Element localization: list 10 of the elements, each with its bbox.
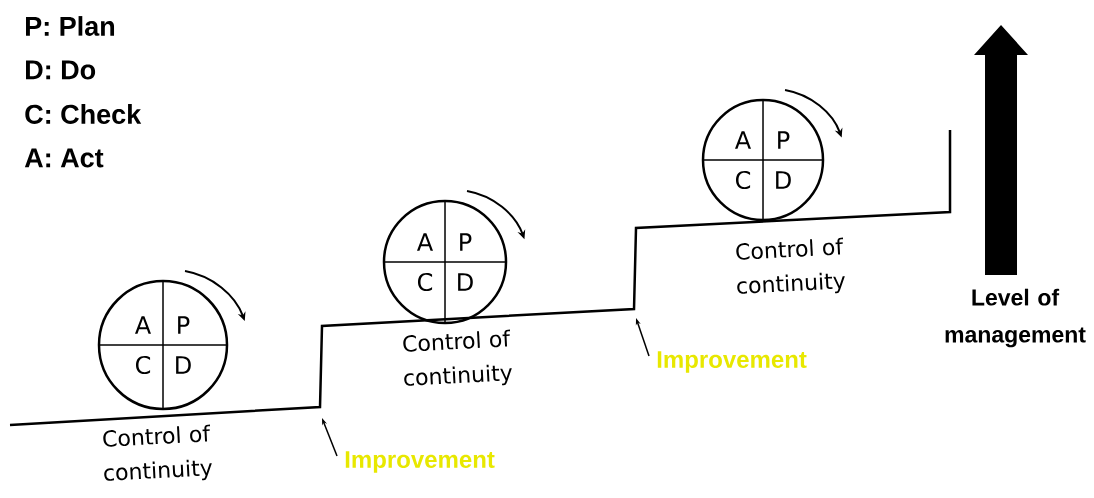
legend-text: C: Check bbox=[25, 104, 142, 124]
legend-text: P: Plan bbox=[26, 16, 115, 36]
axis-label: Level of management bbox=[945, 288, 1086, 348]
caption-text: Control of continuity bbox=[736, 237, 845, 294]
caption-text: Control of continuity bbox=[403, 329, 512, 386]
legend-text: D: Do bbox=[26, 60, 96, 80]
improvement-label: Improvement bbox=[345, 451, 495, 473]
improvement-label: Improvement bbox=[657, 351, 807, 373]
legend-text: A: Act bbox=[24, 148, 104, 168]
caption-text: Control of continuity bbox=[103, 424, 212, 481]
